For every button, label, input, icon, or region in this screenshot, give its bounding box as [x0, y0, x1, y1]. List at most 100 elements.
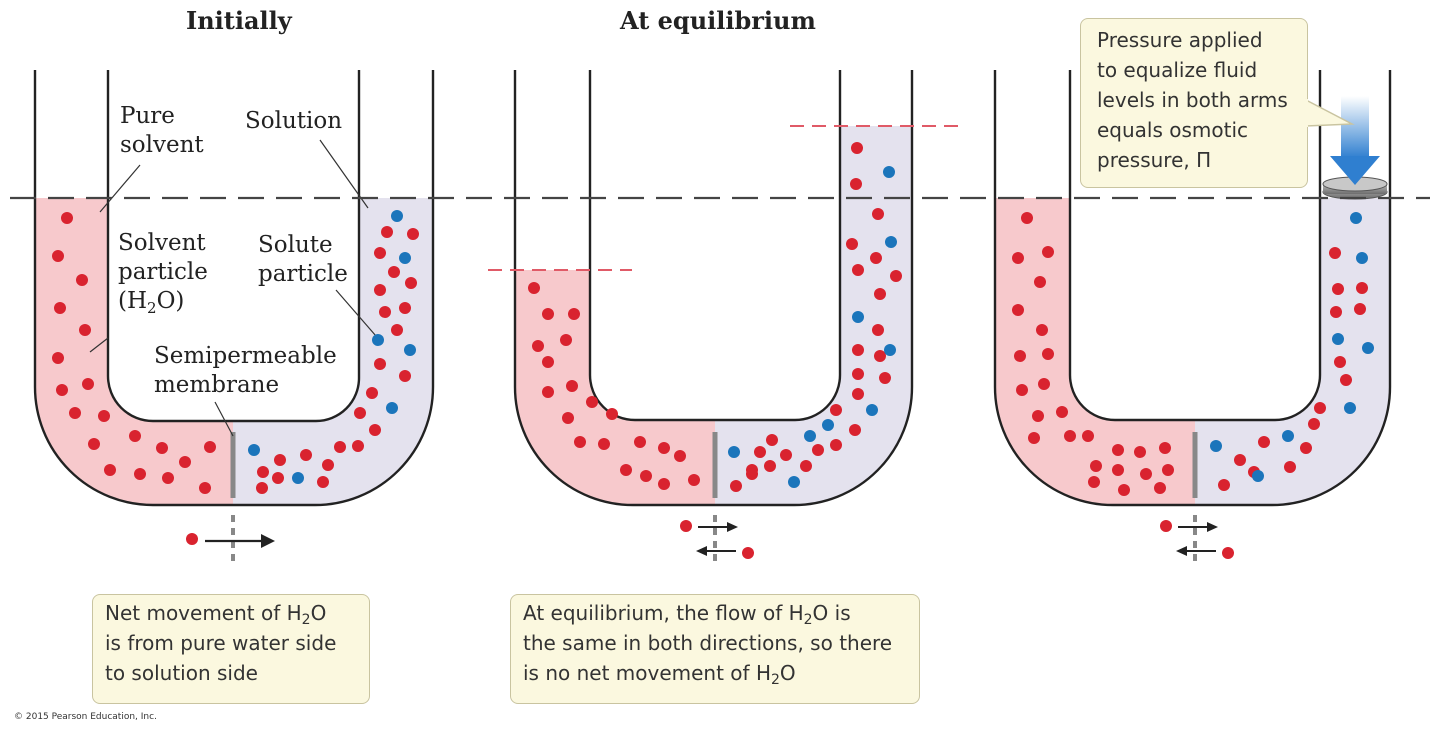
solvent-particle-dot: [850, 178, 862, 190]
pure-solvent-fill: [995, 198, 1195, 505]
solvent-particle-dot: [1021, 212, 1033, 224]
label-membrane: Semipermeable membrane: [154, 343, 337, 398]
solute-particle-dot: [1332, 333, 1344, 345]
solvent-particle-dot: [874, 288, 886, 300]
left-arrow-head-icon: [696, 546, 707, 556]
solute-particle-dot: [883, 166, 895, 178]
solvent-particle-dot: [129, 430, 141, 442]
solvent-particle-dot: [1300, 442, 1312, 454]
solute-particle-dot: [822, 419, 834, 431]
solution-fill: [715, 126, 912, 505]
solvent-particle-dot: [566, 380, 578, 392]
solvent-particle-dot: [98, 410, 110, 422]
solvent-particle-dot: [1056, 406, 1068, 418]
panel-2-particles: [528, 142, 902, 492]
solvent-particle-dot: [852, 264, 864, 276]
solvent-particle-dot: [640, 470, 652, 482]
solute-particle-dot: [292, 472, 304, 484]
solvent-particle-dot: [766, 434, 778, 446]
solvent-particle-dot: [256, 482, 268, 494]
solvent-particle-dot: [620, 464, 632, 476]
solvent-particle-legend-icon: [680, 520, 692, 532]
solvent-particle-dot: [199, 482, 211, 494]
solvent-particle-dot: [1234, 454, 1246, 466]
solute-particle-dot: [1282, 430, 1294, 442]
solvent-particle-dot: [1162, 464, 1174, 476]
solvent-particle-dot: [852, 388, 864, 400]
solvent-particle-dot: [1314, 402, 1326, 414]
u-tube-outer: [33, 70, 435, 507]
solute-particle-dot: [248, 444, 260, 456]
solvent-particle-dot: [658, 478, 670, 490]
solvent-particle-dot: [391, 324, 403, 336]
solvent-particle-dot: [1218, 479, 1230, 491]
pointer-solution: [319, 139, 369, 209]
pointer-pure-solvent: [99, 164, 141, 213]
solvent-particle-dot: [274, 454, 286, 466]
solvent-particle-dot: [257, 466, 269, 478]
title-equilibrium: At equilibrium: [620, 6, 816, 35]
solute-particle-dot: [884, 344, 896, 356]
solvent-particle-dot: [780, 449, 792, 461]
solvent-particle-dot: [872, 208, 884, 220]
left-arrow-head-icon: [1176, 546, 1187, 556]
solvent-particle-dot: [1112, 464, 1124, 476]
u-tube-inner: [588, 70, 842, 422]
solvent-particle-dot: [1016, 384, 1028, 396]
solvent-particle-dot: [388, 266, 400, 278]
solvent-particle-dot: [179, 456, 191, 468]
solute-particle-dot: [404, 344, 416, 356]
note-net-movement: Net movement of H2O is from pure water s…: [92, 594, 370, 704]
solvent-particle-dot: [334, 441, 346, 453]
right-arrow-head-icon: [261, 534, 275, 548]
solute-particle-dot: [1210, 440, 1222, 452]
solvent-particle-dot: [1356, 282, 1368, 294]
solvent-particle-dot: [870, 252, 882, 264]
solvent-particle-dot: [300, 449, 312, 461]
solvent-particle-legend-icon: [1222, 547, 1234, 559]
solvent-particle-dot: [56, 384, 68, 396]
solvent-particle-dot: [1112, 444, 1124, 456]
callout-osmotic-pressure: Pressure applied to equalize fluid level…: [1080, 18, 1308, 188]
panel-3-particles: [1012, 212, 1374, 496]
solvent-particle-dot: [88, 438, 100, 450]
solvent-particle-dot: [317, 476, 329, 488]
pointer-solute-particle: [335, 289, 377, 337]
solvent-particle-dot: [76, 274, 88, 286]
solvent-particle-dot: [204, 441, 216, 453]
solvent-particle-dot: [532, 340, 544, 352]
solvent-particle-dot: [1258, 436, 1270, 448]
solute-particle-dot: [386, 402, 398, 414]
solvent-particle-dot: [1308, 418, 1320, 430]
solvent-particle-dot: [1140, 468, 1152, 480]
solvent-particle-dot: [1038, 378, 1050, 390]
solvent-particle-dot: [1332, 283, 1344, 295]
solvent-particle-dot: [574, 436, 586, 448]
solute-particle-dot: [728, 446, 740, 458]
u-tube-inner: [1068, 70, 1322, 422]
solute-particle-dot: [804, 430, 816, 442]
solvent-particle-dot: [852, 368, 864, 380]
solvent-particle-dot: [272, 472, 284, 484]
solvent-particle-dot: [381, 226, 393, 238]
solvent-particle-dot: [1088, 476, 1100, 488]
down-arrow-head-icon: [1330, 156, 1380, 185]
solute-particle-dot: [852, 311, 864, 323]
u-tube-outer: [513, 70, 914, 507]
solvent-particle-dot: [54, 302, 66, 314]
solute-particle-dot: [788, 476, 800, 488]
solvent-particle-dot: [82, 378, 94, 390]
pointer-membrane: [214, 401, 234, 437]
title-initially: Initially: [186, 6, 292, 35]
solute-particle-dot: [1356, 252, 1368, 264]
solvent-particle-dot: [568, 308, 580, 320]
solvent-particle-dot: [1284, 461, 1296, 473]
solvent-particle-dot: [407, 228, 419, 240]
solvent-particle-dot: [830, 404, 842, 416]
solvent-particle-dot: [1082, 430, 1094, 442]
solvent-particle-dot: [1032, 410, 1044, 422]
solvent-particle-dot: [1036, 324, 1048, 336]
panel-equilibrium: [488, 70, 962, 566]
callout-pointer: [1300, 98, 1355, 127]
panel-pressure: [993, 70, 1392, 566]
